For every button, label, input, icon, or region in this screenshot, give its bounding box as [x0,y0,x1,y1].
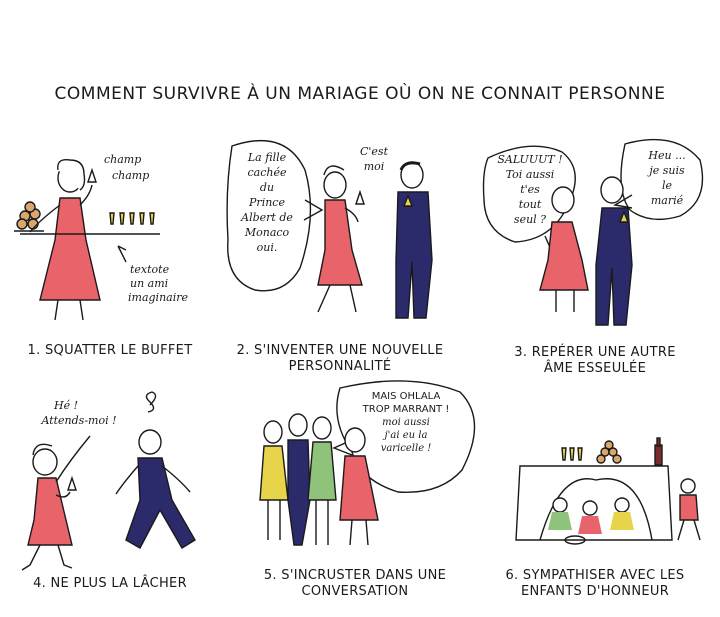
panel-5-bubble: MAIS OHLALA TROP MARRANT ! moi aussi j'a… [352,390,460,455]
page-title: COMMENT SURVIVRE À UN MARIAGE OÙ ON NE C… [54,84,666,104]
panel-5-caption: 5. S'INCRUSTER DANS UNE CONVERSATION [255,568,455,600]
panel-1-drawing [14,159,160,321]
cake-icon [596,440,622,464]
panel-1-un-ami: un ami [130,277,169,290]
panel-3-caption: 3. REPÉRER UNE AUTRE ÂME ESSEULÉE [495,345,695,377]
champagne-glasses-icon [109,212,155,225]
panel-1-imaginaire: imaginaire [128,291,188,304]
bubble-line: Monaco [244,226,290,239]
caption-line: PERSONNALITÉ [288,359,392,374]
panel-3-drawing [482,138,704,326]
panel-2-caption: 2. S'INVENTER UNE NOUVELLE PERSONNALITÉ [230,343,450,375]
panel-6-drawing [515,437,701,545]
panel-3-bubble-left: SALUUUT ! Toi aussi t'es tout seul ? [492,152,568,227]
cake-stand-icon [14,201,44,232]
panel-3-bubble-right: Heu ... je suis le marié [634,148,700,208]
caption-line: CONVERSATION [301,584,409,599]
panel-2-bubble-right: C'est moi [352,144,396,174]
panel-5-drawing [259,380,476,546]
bottle-icon [654,437,663,466]
panel-2-drawing [226,139,433,319]
panel-1-textote: textote [130,263,170,276]
panel-1-champ-1: champ [104,153,142,166]
caption-line: ÂME ESSEULÉE [543,361,647,376]
caption-line: 5. S'INCRUSTER DANS UNE [263,568,447,583]
bubble-line: Prince [249,196,285,209]
panel-2-bubble-left: La fille cachée du Prince Albert de Mona… [232,150,302,255]
bubble-line: marié [650,194,684,207]
bubble-line: moi [363,160,385,173]
bubble-line: cachée [247,166,287,179]
bubble-line: Heu ... [648,149,686,162]
caption-line: 3. REPÉRER UNE AUTRE [514,345,676,360]
bubble-line: Attends-moi ! [41,414,117,427]
bubble-line: C'est [359,145,388,158]
panel-4-bubble: Hé ! Attends-moi ! [24,398,134,428]
table-glasses-icon [561,447,583,461]
bubble-line: Hé ! [54,399,79,412]
bubble-line: oui. [256,241,278,254]
caption-line: ENFANTS D'HONNEUR [520,584,670,599]
panel-4-caption: 4. NE PLUS LA LÂCHER [33,576,187,591]
caption-line: 2. S'INVENTER UNE NOUVELLE [236,343,444,358]
bubble-line: SALUUUT ! [497,153,563,166]
bubble-line: La fille [247,151,287,164]
bubble-line: du [259,181,275,194]
bubble-line: MAIS OHLALA [371,391,441,402]
panel-6-caption: 6. SYMPATHISER AVEC LES ENFANTS D'HONNEU… [495,568,695,600]
bubble-line: seul ? [513,213,547,226]
bubble-line: Albert de [241,211,293,224]
caption-line: 6. SYMPATHISER AVEC LES [505,568,685,583]
panel-1-champ-2: champ [112,169,150,182]
bubble-line: varicelle ! [380,443,432,454]
bubble-line: je suis [649,164,685,177]
bubble-line: TROP MARRANT ! [362,404,450,415]
bubble-line: moi aussi [382,417,430,428]
panel-4-drawing [21,391,196,571]
bubble-line: le [661,179,673,192]
bubble-line: t'es [520,183,540,196]
bubble-line: j'ai eu la [384,430,428,441]
bubble-line: Toi aussi [505,168,555,181]
bubble-line: tout [518,198,542,211]
panel-1-caption: 1. SQUATTER LE BUFFET [27,343,193,358]
